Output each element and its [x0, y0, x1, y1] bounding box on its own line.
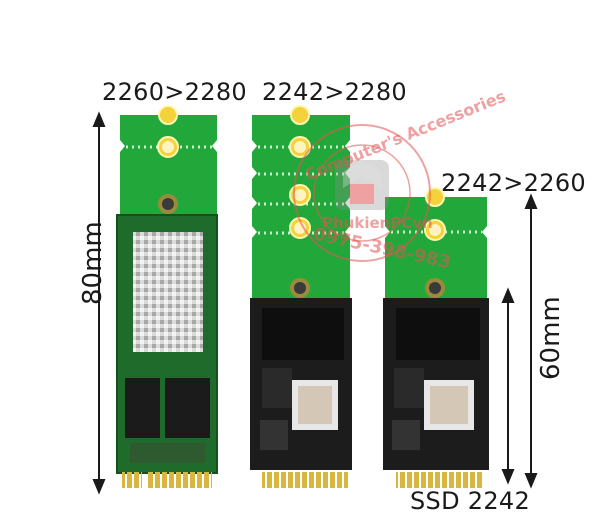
label-2260-to-2280: 2260>2280 [102, 78, 247, 106]
dimension-arrow-60mm [524, 193, 538, 489]
watermark-brand: PhukienPCvn [322, 214, 433, 232]
dimension-arrow-ssd-2242 [501, 287, 515, 485]
card-2260-2280 [116, 105, 218, 488]
dimension-arrow-80mm [92, 111, 106, 495]
label-2242-to-2280: 2242>2280 [262, 78, 407, 106]
label-ssd-2242: SSD 2242 [410, 487, 531, 515]
card-2242-2260 [383, 187, 489, 488]
label-2242-to-2260: 2242>2260 [441, 169, 586, 197]
watermark-logo [293, 124, 431, 262]
